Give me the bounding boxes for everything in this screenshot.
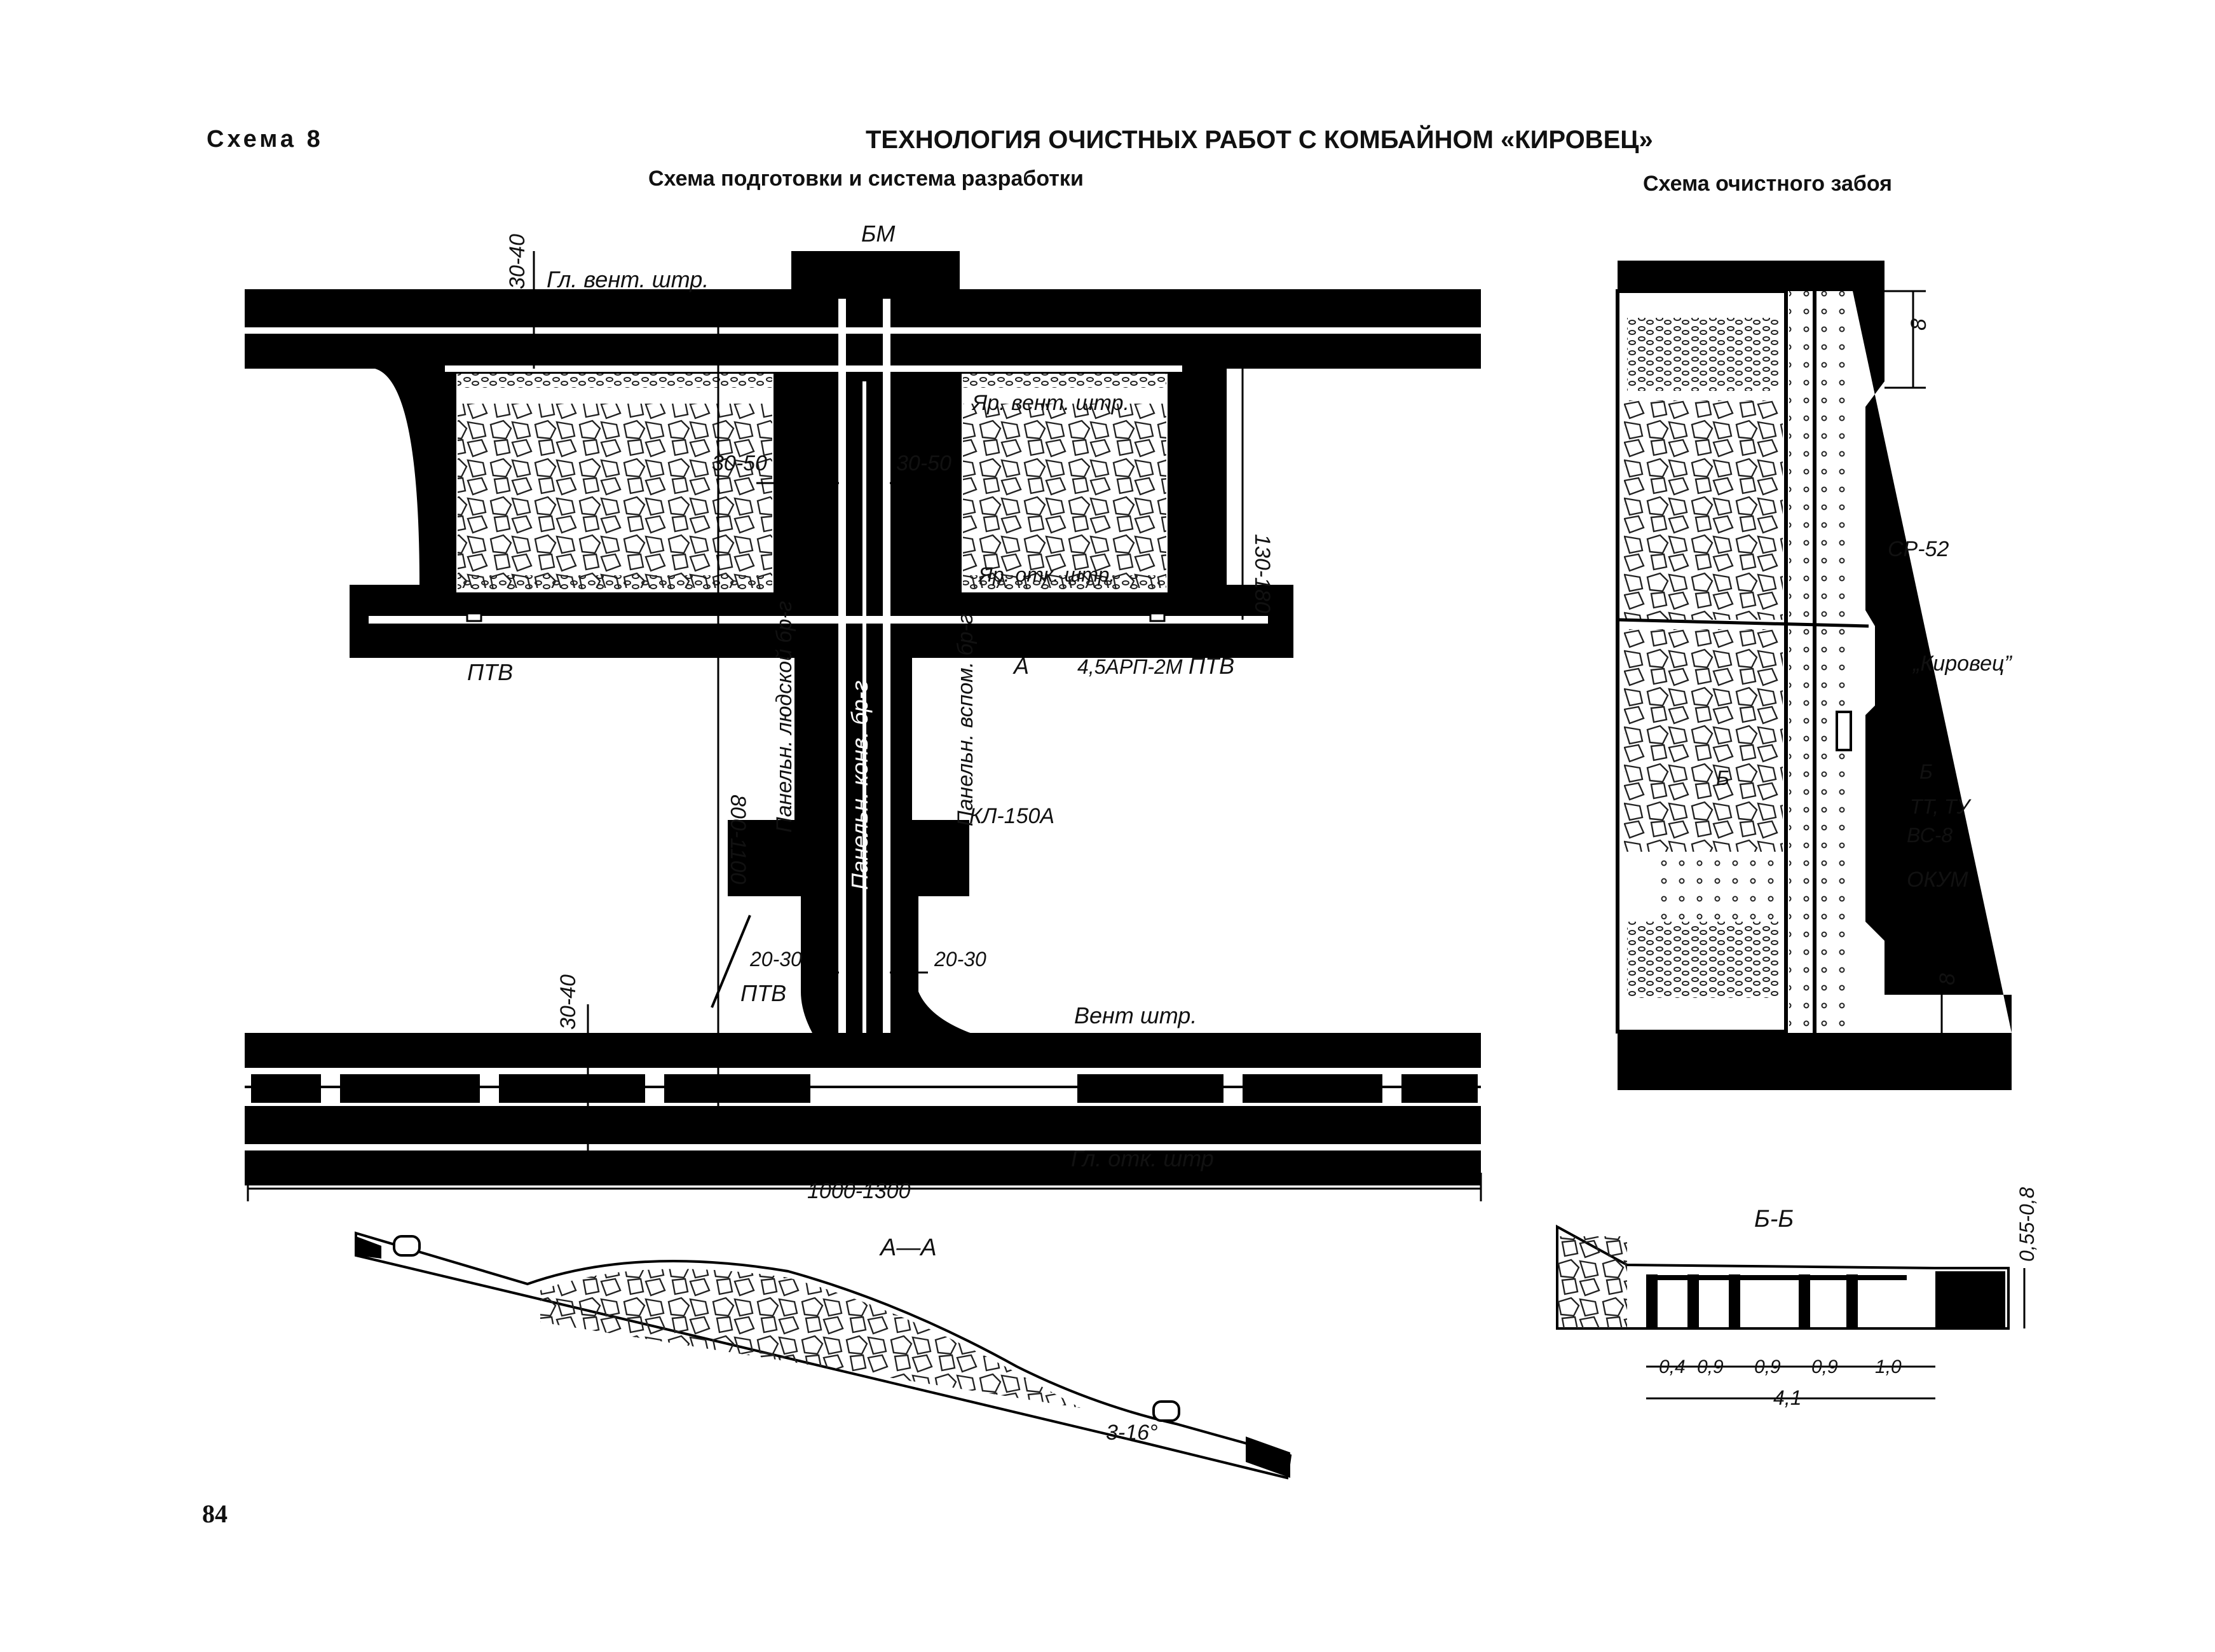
konv-label: Панельн. конв. бр-г <box>847 681 873 890</box>
ludskoi-label: Панельн. людской бр-г <box>772 601 796 833</box>
sr52-label: СР-52 <box>1888 537 1949 561</box>
section-aa <box>355 1231 1292 1480</box>
vspom-label: Панельн. вспом. бр-г <box>953 613 978 826</box>
left-caved-rock <box>458 404 772 588</box>
dim-gap-left: 20-30 <box>749 948 802 971</box>
face-dim-bottom: 8 <box>1935 973 1959 985</box>
dim-pillar-left: 30-50 <box>712 451 767 475</box>
tt-label: ТТ, ТУ <box>1910 795 1972 818</box>
ptv-low-label: ПТВ <box>740 980 786 1006</box>
kirovets-label: „Кировец” <box>1912 652 2012 676</box>
right-caved-rock <box>963 404 1166 588</box>
okum-label: ОКУМ <box>1907 868 1968 892</box>
section-b-right: Б <box>1919 760 1933 783</box>
section-bb-label: Б-Б <box>1754 1206 1794 1232</box>
dim-total-width: 1000-1300 <box>807 1179 911 1203</box>
spacing-1: 0,4 <box>1659 1356 1686 1377</box>
ptv-right-label: ПТВ <box>1189 653 1234 679</box>
angle-label: 3-16° <box>1106 1421 1158 1445</box>
vent-drift <box>245 1033 1481 1068</box>
plan-view <box>245 251 1482 1201</box>
scheme-label: Схема 8 <box>207 126 324 153</box>
ptv-left-label: ПТВ <box>467 659 513 685</box>
dim-top-30-40: 30-40 <box>505 234 529 289</box>
main-haulage-label: Гл. отк. штр <box>1071 1145 1214 1171</box>
page-title: ТЕХНОЛОГИЯ ОЧИСТНЫХ РАБОТ С КОМБАЙНОМ «К… <box>866 126 1653 154</box>
bm-label: БМ <box>861 221 895 247</box>
arp-label: 4,5АРП-2М <box>1077 655 1183 678</box>
spacing-3: 0,9 <box>1754 1356 1781 1377</box>
section-bb-height: 0,55-0,8 <box>2015 1187 2038 1262</box>
face-dim-top: 8 <box>1907 318 1931 331</box>
section-a-label: А <box>1012 653 1029 679</box>
vc8-label: ВС-8 <box>1907 824 1953 847</box>
dim-height-800-1100: 800-1100 <box>726 795 750 884</box>
dim-pillar-right: 30-50 <box>896 451 951 475</box>
subtitle-left: Схема подготовки и система разработки <box>648 167 1084 191</box>
dim-height-130-180: 130-180 <box>1250 534 1274 613</box>
subtitle-right: Схема очистного забоя <box>1643 172 1893 196</box>
page-number: 84 <box>202 1499 228 1528</box>
kl-label: КЛ-150А <box>969 804 1054 828</box>
dim-low-30-40: 30-40 <box>556 974 580 1030</box>
section-b-left: Б <box>1716 767 1729 789</box>
vent-shtr-label: Вент штр. <box>1074 1002 1197 1028</box>
bm-chamber <box>791 251 960 302</box>
spacing-4: 0,9 <box>1811 1356 1838 1377</box>
spacing-2: 0,9 <box>1697 1356 1724 1377</box>
section-bb <box>1556 1224 2026 1400</box>
yar-otk-label: Яр. отк. штр. <box>978 563 1115 586</box>
dim-gap-right: 20-30 <box>934 948 986 971</box>
yar-vent-label: Яр. вент. штр. <box>971 391 1129 415</box>
main-vent-label: Гл. вент. штр. <box>547 266 709 292</box>
face-view <box>1616 261 2012 1090</box>
spacing-5: 1,0 <box>1875 1356 1902 1377</box>
section-bb-total: 4,1 <box>1773 1386 1801 1409</box>
section-aa-label: А—А <box>879 1234 937 1261</box>
